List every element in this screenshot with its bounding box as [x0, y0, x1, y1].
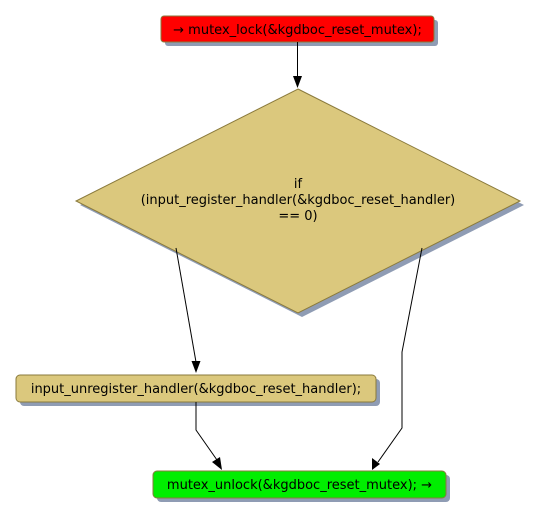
- decision-node-line-2: (input_register_handler(&kgdboc_reset_ha…: [141, 193, 456, 208]
- end-node: mutex_unlock(&kgdboc_reset_mutex); →: [152, 470, 450, 502]
- action-node: input_unregister_handler(&kgdboc_reset_h…: [15, 374, 380, 406]
- end-node-box: [152, 470, 447, 499]
- edge-action-to-end: [195, 402, 222, 470]
- decision-node-line-3: == 0): [278, 209, 317, 224]
- edge-decision-to-end: [372, 247, 423, 470]
- decision-node: if (input_register_handler(&kgdboc_reset…: [74, 88, 524, 317]
- edge-start-to-decision: [293, 42, 302, 88]
- start-node: → mutex_lock(&kgdboc_reset_mutex);: [160, 15, 438, 46]
- decision-node-line-1: if: [294, 177, 303, 192]
- edge-decision-to-action: [175, 247, 201, 373]
- start-node-label: → mutex_lock(&kgdboc_reset_mutex);: [173, 23, 422, 38]
- action-node-label: input_unregister_handler(&kgdboc_reset_h…: [31, 382, 361, 397]
- decision-node-diamond: [74, 88, 522, 314]
- end-node-label: mutex_unlock(&kgdboc_reset_mutex); →: [167, 478, 432, 493]
